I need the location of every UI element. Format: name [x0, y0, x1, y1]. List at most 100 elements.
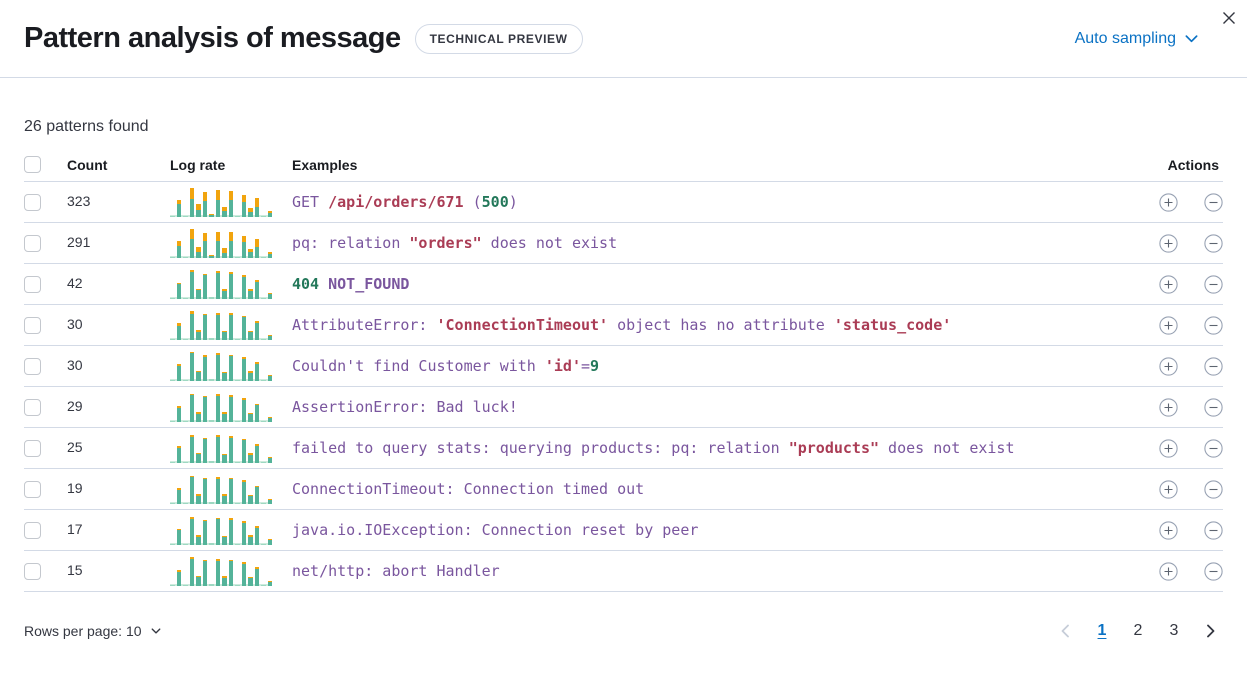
row-checkbox[interactable]: [24, 193, 41, 211]
sparkline-baseline: [170, 379, 272, 381]
table-row: 17 java.io.IOException: Connection reset…: [24, 509, 1223, 551]
column-header-log-rate: Log rate: [170, 150, 292, 182]
filter-in-pattern-button[interactable]: [1158, 274, 1178, 294]
chevron-right-icon: [1207, 624, 1215, 638]
row-checkbox[interactable]: [24, 521, 41, 539]
filter-in-pattern-button[interactable]: [1158, 233, 1178, 253]
plus-circle-icon: [1158, 438, 1178, 458]
plus-circle-icon: [1158, 561, 1178, 581]
table-row: 15 net/http: abort Handler: [24, 550, 1223, 592]
table-row: 19 ConnectionTimeout: Connection timed o…: [24, 468, 1223, 510]
close-button[interactable]: [1215, 4, 1243, 32]
log-rate-sparkline: [170, 474, 272, 504]
filter-in-pattern-button[interactable]: [1158, 397, 1178, 417]
example-text: Couldn't find Customer with 'id'=9: [292, 356, 600, 375]
example-text: AssertionError: Bad luck!: [292, 397, 518, 416]
table-header-row: Count Log rate Examples Actions: [24, 150, 1223, 182]
example-text: net/http: abort Handler: [292, 561, 500, 580]
minus-circle-icon: [1204, 274, 1223, 294]
example-text: 404 NOT_FOUND: [292, 274, 410, 293]
sparkline-baseline: [170, 502, 272, 504]
column-header-examples: Examples: [292, 150, 1133, 182]
sparkline-baseline: [170, 461, 272, 463]
sparkline-baseline: [170, 297, 272, 299]
page-button-1[interactable]: 1: [1089, 618, 1115, 644]
example-text: ConnectionTimeout: Connection timed out: [292, 479, 645, 498]
minus-circle-icon: [1204, 356, 1223, 376]
filter-out-pattern-button[interactable]: [1204, 438, 1223, 458]
filter-out-pattern-button[interactable]: [1204, 315, 1223, 335]
table-row: 323 GET /api/orders/671 (500): [24, 181, 1223, 223]
minus-circle-icon: [1204, 438, 1223, 458]
row-checkbox[interactable]: [24, 439, 41, 457]
filter-in-pattern-button[interactable]: [1158, 561, 1178, 581]
sparkline-baseline: [170, 338, 272, 340]
filter-out-pattern-button[interactable]: [1204, 561, 1223, 581]
row-checkbox[interactable]: [24, 480, 41, 498]
filter-out-pattern-button[interactable]: [1204, 397, 1223, 417]
row-checkbox[interactable]: [24, 357, 41, 375]
filter-in-pattern-button[interactable]: [1158, 520, 1178, 540]
sampling-label: Auto sampling: [1074, 29, 1176, 47]
filter-in-pattern-button[interactable]: [1158, 438, 1178, 458]
log-rate-sparkline: [170, 392, 272, 422]
rows-per-page-label: Rows per page: 10: [24, 623, 142, 639]
filter-out-pattern-button[interactable]: [1204, 520, 1223, 540]
plus-circle-icon: [1158, 315, 1178, 335]
table-row: 29 AssertionError: Bad luck!: [24, 386, 1223, 428]
sparkline-baseline: [170, 543, 272, 545]
previous-page-button[interactable]: [1053, 618, 1079, 644]
filter-out-pattern-button[interactable]: [1204, 274, 1223, 294]
example-text: AttributeError: 'ConnectionTimeout' obje…: [292, 315, 952, 334]
column-header-actions: Actions: [1133, 150, 1223, 182]
filter-in-pattern-button[interactable]: [1158, 479, 1178, 499]
plus-circle-icon: [1158, 397, 1178, 417]
log-rate-sparkline: [170, 187, 272, 217]
log-rate-sparkline: [170, 351, 272, 381]
column-header-count: Count: [67, 150, 170, 182]
next-page-button[interactable]: [1197, 618, 1223, 644]
log-rate-sparkline: [170, 556, 272, 586]
header-divider: [0, 77, 1247, 78]
patterns-table: Count Log rate Examples Actions 323 GET …: [24, 150, 1223, 592]
patterns-table-body: 323 GET /api/orders/671 (500) 291 pq: re…: [24, 181, 1223, 592]
row-count: 30: [67, 316, 83, 332]
page-button-2[interactable]: 2: [1125, 618, 1151, 644]
rows-per-page-button[interactable]: Rows per page: 10: [24, 623, 162, 639]
row-checkbox[interactable]: [24, 316, 41, 334]
minus-circle-icon: [1204, 561, 1223, 581]
minus-circle-icon: [1204, 397, 1223, 417]
row-checkbox[interactable]: [24, 234, 41, 252]
sparkline-baseline: [170, 584, 272, 586]
row-checkbox[interactable]: [24, 562, 41, 580]
technical-preview-badge: TECHNICAL PREVIEW: [414, 23, 583, 54]
filter-in-pattern-button[interactable]: [1158, 315, 1178, 335]
chevron-left-icon: [1061, 624, 1069, 638]
plus-circle-icon: [1158, 233, 1178, 253]
sparkline-baseline: [170, 420, 272, 422]
filter-out-pattern-button[interactable]: [1204, 233, 1223, 253]
filter-in-pattern-button[interactable]: [1158, 192, 1178, 212]
table-footer: Rows per page: 10 1 2 3: [24, 592, 1223, 644]
log-rate-sparkline: [170, 310, 272, 340]
log-rate-sparkline: [170, 228, 272, 258]
row-count: 323: [67, 193, 91, 209]
filter-in-pattern-button[interactable]: [1158, 356, 1178, 376]
page-button-3[interactable]: 3: [1161, 618, 1187, 644]
filter-out-pattern-button[interactable]: [1204, 192, 1223, 212]
pagination: 1 2 3: [1053, 618, 1223, 644]
row-count: 30: [67, 357, 83, 373]
log-rate-sparkline: [170, 269, 272, 299]
row-checkbox[interactable]: [24, 275, 41, 293]
filter-out-pattern-button[interactable]: [1204, 479, 1223, 499]
row-checkbox[interactable]: [24, 398, 41, 416]
plus-circle-icon: [1158, 520, 1178, 540]
filter-out-pattern-button[interactable]: [1204, 356, 1223, 376]
close-icon: [1223, 12, 1235, 24]
content-area: 26 patterns found Count Log rate Example…: [0, 78, 1247, 644]
select-all-checkbox[interactable]: [24, 156, 41, 173]
chevron-down-icon: [151, 628, 160, 634]
patterns-found-text: 26 patterns found: [24, 118, 149, 135]
sampling-dropdown-button[interactable]: Auto sampling: [1075, 30, 1199, 48]
minus-circle-icon: [1204, 315, 1223, 335]
